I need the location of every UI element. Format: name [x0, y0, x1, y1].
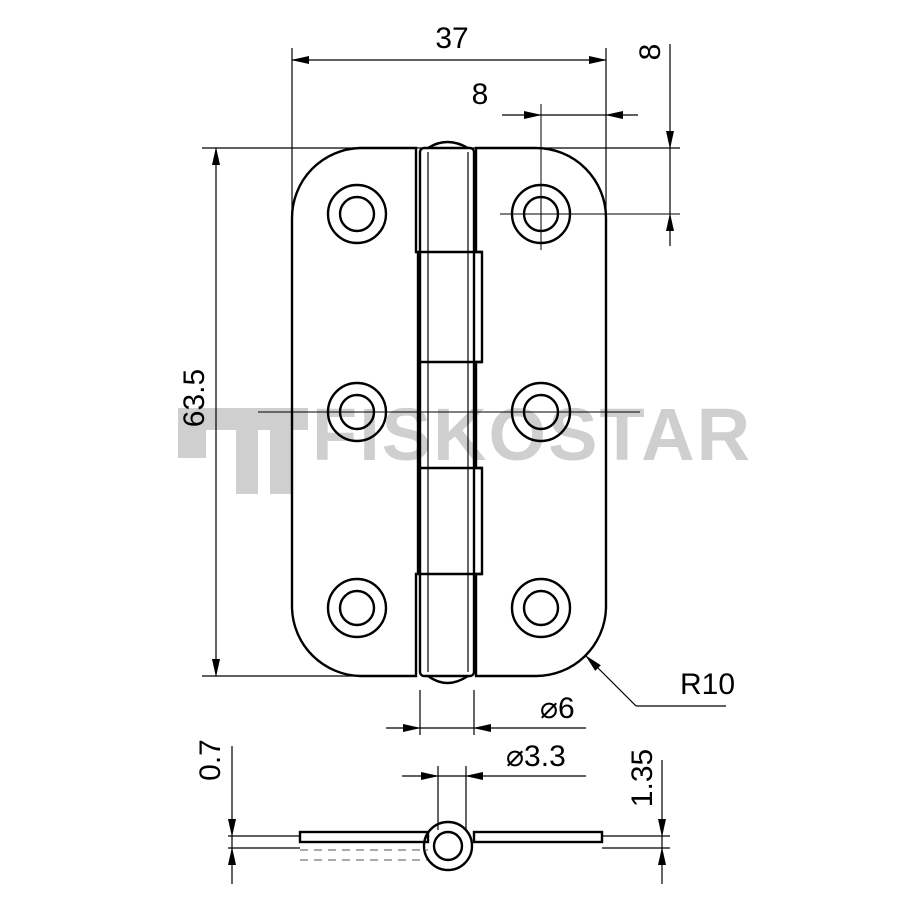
dimension-leaf-thickness: 0.7 [194, 739, 236, 884]
dimension-label-knuckle: ⌀6 [540, 692, 575, 725]
screw-hole [326, 577, 388, 639]
dimension-pin-diameter: ⌀3.3 [402, 740, 586, 780]
dimension-knuckle-diameter: ⌀6 [386, 692, 586, 732]
dimension-hole-offset-y: 8 [634, 44, 674, 246]
dimension-label-height: 63.5 [178, 369, 211, 427]
screw-hole [510, 577, 572, 639]
dimension-label-radius: R10 [680, 668, 735, 701]
dimension-total-thickness: 1.35 [626, 749, 666, 884]
dimension-label-offset-y: 8 [634, 44, 667, 61]
dimension-label-total-thickness: 1.35 [626, 749, 659, 807]
dimension-overall-width: 37 [291, 22, 607, 64]
dimension-height: 63.5 [178, 147, 220, 677]
hinge-side-view [228, 820, 670, 872]
dimension-hole-offset-x: 8 [472, 78, 638, 119]
dimension-label-pin: ⌀3.3 [506, 740, 566, 773]
dimension-label-leaf-thickness: 0.7 [194, 739, 227, 781]
dimension-label-width: 37 [435, 22, 468, 55]
watermark: FISKOSTAR [178, 393, 752, 494]
dimension-corner-radius: R10 [585, 655, 735, 707]
watermark-text: FISKOSTAR [312, 393, 752, 476]
screw-hole [326, 183, 388, 245]
dimension-label-offset-x: 8 [472, 78, 489, 111]
